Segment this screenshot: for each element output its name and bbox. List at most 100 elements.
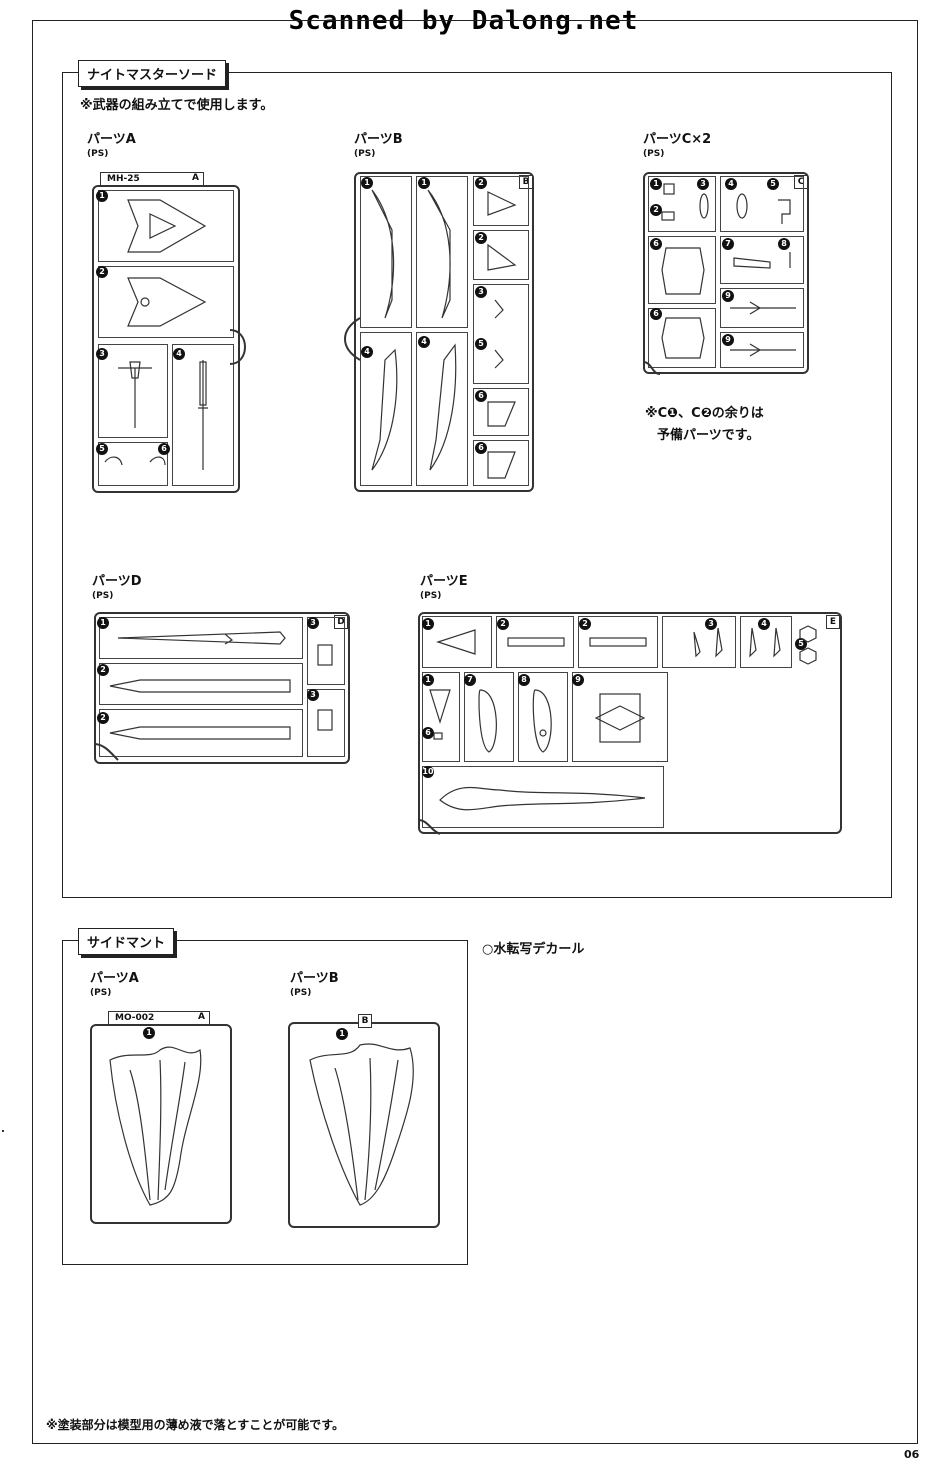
- part-a-runner-letter: A: [192, 173, 199, 183]
- part-e-cell-7: [464, 672, 514, 762]
- mantle-part-a-drawing: [109, 1046, 202, 1206]
- part-c-cell-6a: [648, 236, 716, 304]
- part-b-cell-3: [473, 284, 529, 384]
- part-a-material: (PS): [87, 149, 109, 159]
- part-e-number-1b: 1: [422, 674, 434, 686]
- paint-removal-note: ※塗装部分は模型用の薄め液で落とすことが可能です。: [46, 1418, 345, 1432]
- part-b-number-1a: 1: [361, 177, 373, 189]
- mantle-part-a-number: 1: [143, 1027, 155, 1039]
- mantle-part-a-title: パーツA (PS): [90, 972, 139, 1000]
- part-d-number-2b: 2: [97, 712, 109, 724]
- part-e-cell-8: [518, 672, 568, 762]
- part-e-number-10: 10: [422, 766, 434, 778]
- part-d-cell-3a: [307, 617, 345, 685]
- part-e-cell-2a: [496, 616, 574, 668]
- part-e-runner-letter: E: [826, 615, 840, 629]
- part-b-cell-6a: [473, 388, 529, 436]
- part-c-piece-drawings: [642, 183, 796, 375]
- part-c-cell-1: [648, 176, 716, 232]
- part-c-material: (PS): [643, 149, 665, 159]
- part-b-runner-letter: B: [519, 175, 533, 189]
- part-c-number-1: 1: [650, 178, 662, 190]
- part-e-number-8: 8: [518, 674, 530, 686]
- part-c-label: パーツC×2: [643, 132, 712, 147]
- part-c-number-8: 8: [778, 238, 790, 250]
- section-title-side-mantle: サイドマント: [78, 928, 175, 955]
- part-c-number-7: 7: [722, 238, 734, 250]
- part-e-number-2a: 2: [497, 618, 509, 630]
- part-c-number-6b: 6: [650, 308, 662, 320]
- part-d-cell-2b: [99, 709, 303, 757]
- part-d-cell-3b: [307, 689, 345, 757]
- part-b-number-2b: 2: [475, 232, 487, 244]
- part-a-cell-4: [172, 344, 234, 486]
- part-e-title: パーツE (PS): [420, 575, 468, 603]
- part-a-number-4: 4: [173, 348, 185, 360]
- part-a-number-3: 3: [96, 348, 108, 360]
- part-a-runner: [92, 185, 240, 493]
- part-b-label: パーツB: [354, 132, 403, 147]
- part-b-number-3: 3: [475, 286, 487, 298]
- part-a-label: パーツA: [87, 132, 136, 147]
- part-d-number-3b: 3: [307, 689, 319, 701]
- part-b-title: パーツB (PS): [354, 133, 403, 161]
- part-a-cell-3: [98, 344, 168, 438]
- part-e-label: パーツE: [420, 574, 468, 589]
- part-c-cell-9b: [720, 332, 804, 368]
- mantle-part-a-code: MO-002: [115, 1013, 155, 1023]
- mantle-part-b-drawing: [309, 1043, 414, 1206]
- section-knight-master-sword: [62, 72, 892, 898]
- part-b-number-4b: 4: [418, 336, 430, 348]
- part-e-number-5: 5: [795, 638, 807, 650]
- part-c-number-4: 4: [725, 178, 737, 190]
- part-b-cell-4a: [360, 332, 412, 486]
- part-c-title: パーツC×2 (PS): [643, 133, 711, 161]
- part-c-cell-3: [720, 176, 804, 232]
- part-b-number-6a: 6: [475, 390, 487, 402]
- part-e-cell-10: [422, 766, 664, 828]
- part-e-number-3: 3: [705, 618, 717, 630]
- section-title-knight-master-sword: ナイトマスターソード: [78, 60, 227, 87]
- part-a-cell-2: [98, 266, 234, 338]
- part-e-material: (PS): [420, 591, 442, 601]
- part-a-number-1: 1: [96, 190, 108, 202]
- mantle-part-b-number: 1: [336, 1028, 348, 1040]
- part-e-cell-4: [740, 616, 792, 668]
- part-d-number-1: 1: [97, 617, 109, 629]
- part-d-piece-drawings: [93, 631, 333, 761]
- mantle-part-a-letter: A: [198, 1012, 205, 1022]
- part-c-spare-note-line2: 予備パーツです。: [657, 428, 760, 443]
- part-d-number-2a: 2: [97, 664, 109, 676]
- part-b-cell-1b: [416, 176, 468, 328]
- part-e-cell-2b: [578, 616, 658, 668]
- part-e-cell-1b: [422, 672, 460, 762]
- part-b-number-6b: 6: [475, 442, 487, 454]
- part-a-number-6: 6: [158, 443, 170, 455]
- part-e-cell-3: [662, 616, 736, 668]
- mantle-part-b-label: パーツB: [290, 971, 339, 986]
- part-b-number-2a: 2: [475, 177, 487, 189]
- mantle-part-b-letter: B: [358, 1014, 372, 1028]
- mantle-part-a-runner: [90, 1024, 232, 1224]
- part-a-number-2: 2: [96, 266, 108, 278]
- part-c-number-3: 3: [697, 178, 709, 190]
- part-e-cell-1a: [422, 616, 492, 668]
- part-d-title: パーツD (PS): [92, 575, 142, 603]
- scan-watermark: Scanned by Dalong.net: [288, 6, 639, 36]
- part-c-cell-6b: [648, 308, 716, 368]
- mantle-part-a-tag: MO-002 A: [108, 1011, 210, 1024]
- part-a-runner-tag: MH-25 A: [100, 172, 204, 185]
- part-e-number-7: 7: [464, 674, 476, 686]
- waterslide-decal-note: ○水転写デカール: [482, 942, 585, 957]
- part-c-number-9a: 9: [722, 290, 734, 302]
- mantle-part-b-runner: [288, 1022, 440, 1228]
- part-e-runner: [418, 612, 842, 834]
- part-e-number-1a: 1: [422, 618, 434, 630]
- part-c-number-9b: 9: [722, 334, 734, 346]
- part-d-label: パーツD: [92, 574, 142, 589]
- part-c-cell-7: [720, 236, 804, 284]
- part-b-material: (PS): [354, 149, 376, 159]
- part-c-cell-9a: [720, 288, 804, 328]
- part-a-title: パーツA (PS): [87, 133, 136, 161]
- part-e-number-4: 4: [758, 618, 770, 630]
